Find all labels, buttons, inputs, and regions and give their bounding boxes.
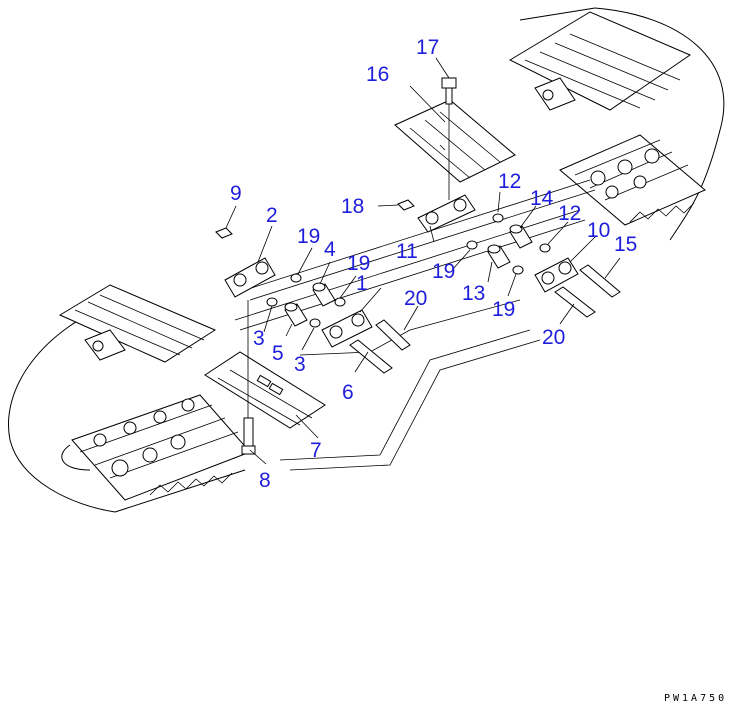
callout-17: 17 (416, 36, 439, 59)
nut-18 (397, 199, 415, 211)
callout-10: 10 (587, 219, 610, 242)
callout-7: 7 (310, 439, 322, 462)
callout-1: 1 (356, 272, 368, 295)
washer-3-left (266, 297, 278, 307)
shoe-plate-16 (394, 99, 516, 183)
washer-3-right (309, 318, 321, 328)
washer-12-lower (539, 243, 551, 253)
callout-19c: 19 (432, 260, 455, 283)
link-11 (417, 194, 476, 233)
leader-lines (225, 57, 621, 465)
callout-11: 11 (396, 240, 418, 263)
nut-9 (215, 227, 233, 239)
pin-15 (579, 264, 621, 298)
washer-12-upper (492, 213, 504, 223)
drawing-code: PW1A750 (664, 693, 727, 704)
callout-3a: 3 (253, 327, 265, 350)
callout-20b: 20 (542, 326, 565, 349)
callout-19a: 19 (297, 225, 320, 248)
bolt-8 (241, 300, 256, 455)
callout-18: 18 (341, 195, 364, 218)
seal-rings (266, 213, 551, 328)
shoe-plate-7 (204, 351, 326, 429)
callout-19d: 19 (492, 298, 515, 321)
seal-19-right (466, 240, 478, 250)
bushing-4 (312, 282, 336, 307)
right-track-upper-shoes (508, 11, 692, 111)
callout-19b: 19 (347, 252, 370, 275)
bushing-13 (487, 244, 511, 269)
callout-13: 13 (462, 282, 485, 305)
callout-15: 15 (614, 233, 637, 256)
bushing-5 (284, 302, 308, 327)
pin-20-right (554, 286, 596, 318)
bolt-17 (441, 77, 457, 200)
callout-9: 9 (230, 182, 242, 205)
right-track-assembly (508, 7, 725, 241)
seal-19-lower (512, 265, 524, 275)
left-track-lower-links (71, 394, 251, 501)
link-2 (224, 257, 276, 298)
callout-6: 6 (342, 381, 354, 404)
link-1 (321, 309, 373, 348)
callout-labels: 1 2 3 3 4 5 6 7 8 9 10 11 12 12 13 14 15… (230, 36, 637, 492)
callout-2: 2 (266, 204, 278, 227)
callout-16: 16 (366, 63, 389, 86)
seal-19-left (290, 273, 302, 283)
seal-19-mid (334, 297, 346, 307)
pin-20-left (375, 319, 411, 351)
callout-14: 14 (530, 187, 554, 210)
left-track-upper-shoes (58, 284, 217, 363)
callout-20a: 20 (404, 287, 427, 310)
bushing-14 (509, 224, 533, 249)
callout-8: 8 (259, 469, 271, 492)
pin-6 (349, 339, 393, 374)
callout-3b: 3 (294, 353, 306, 376)
callout-4: 4 (324, 238, 336, 261)
callout-12a: 12 (498, 170, 521, 193)
right-track-lower-links (559, 134, 706, 226)
link-10 (534, 257, 579, 293)
callout-5: 5 (272, 342, 284, 365)
left-track-assembly (8, 284, 251, 513)
callout-12b: 12 (558, 202, 581, 225)
